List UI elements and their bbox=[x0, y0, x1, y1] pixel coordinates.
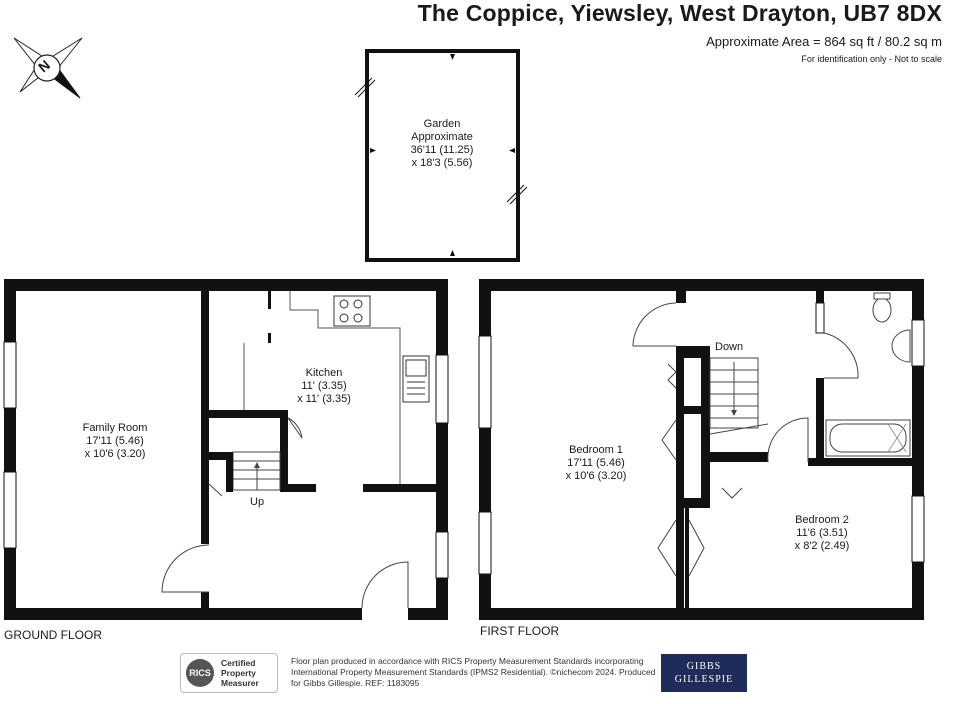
compass-icon bbox=[13, 37, 83, 99]
bedroom2-dim2: x 8'2 (2.49) bbox=[794, 540, 850, 552]
kitchen-label: Kitchen 11' (3.35) x 11' (3.35) bbox=[276, 367, 372, 406]
family-room-dim1: 17'11 (5.46) bbox=[86, 435, 144, 447]
rics-line1: Certified bbox=[221, 658, 256, 668]
bedroom1-dim2: x 10'6 (3.20) bbox=[565, 470, 627, 482]
stairs-up-label: Up bbox=[250, 496, 265, 508]
approximate-area: Approximate Area = 864 sq ft / 80.2 sq m bbox=[706, 34, 942, 49]
bedroom2-name: Bedroom 2 bbox=[795, 514, 849, 526]
stairs-down-label: Down bbox=[715, 341, 744, 353]
scale-note: For identification only - Not to scale bbox=[801, 54, 942, 64]
footer-disclaimer: Floor plan produced in accordance with R… bbox=[291, 656, 656, 688]
kitchen-dim2: x 11' (3.35) bbox=[297, 393, 351, 405]
ground-floor-plan bbox=[3, 279, 449, 620]
family-room-label: Family Room 17'11 (5.46) x 10'6 (3.20) bbox=[60, 422, 170, 461]
property-title: The Coppice, Yiewsley, West Drayton, UB7… bbox=[417, 0, 942, 26]
bedroom1-label: Bedroom 1 17'11 (5.46) x 10'6 (3.20) bbox=[546, 444, 646, 483]
kitchen-name: Kitchen bbox=[305, 367, 343, 379]
agent-logo-line1: GIBBS bbox=[686, 661, 722, 672]
garden-label: Garden Approximate 36'11 (11.25) x 18'3 … bbox=[392, 118, 492, 170]
agent-logo: GIBBS GILLESPIE bbox=[661, 654, 747, 692]
agent-logo-line2: GILLESPIE bbox=[674, 674, 734, 685]
kitchen-dim1: 11' (3.35) bbox=[301, 380, 347, 392]
family-room-name: Family Room bbox=[82, 422, 148, 434]
garden-name: Garden bbox=[423, 118, 461, 130]
bedroom2-label: Bedroom 2 11'6 (3.51) x 8'2 (2.49) bbox=[774, 514, 870, 553]
rics-badge: RICS Certified Property Measurer bbox=[180, 653, 278, 693]
bedroom1-dim1: 17'11 (5.46) bbox=[567, 457, 625, 469]
first-floor-label: FIRST FLOOR bbox=[480, 624, 560, 638]
family-room-dim2: x 10'6 (3.20) bbox=[84, 448, 146, 460]
garden-approx: Approximate bbox=[411, 131, 473, 143]
rics-certified-text: Certified Property Measurer bbox=[221, 658, 259, 688]
garden-outline bbox=[354, 49, 528, 262]
garden-dim2: x 18'3 (5.56) bbox=[411, 157, 473, 169]
rics-seal-icon: RICS bbox=[186, 659, 214, 687]
garden-dim1: 36'11 (11.25) bbox=[410, 144, 474, 156]
first-floor-plan bbox=[478, 279, 925, 620]
bedroom2-dim1: 11'6 (3.51) bbox=[796, 527, 848, 539]
ground-floor-label: GROUND FLOOR bbox=[4, 628, 103, 642]
bedroom1-name: Bedroom 1 bbox=[569, 444, 623, 456]
rics-line2: Property bbox=[221, 668, 256, 678]
rics-line3: Measurer bbox=[221, 678, 259, 688]
